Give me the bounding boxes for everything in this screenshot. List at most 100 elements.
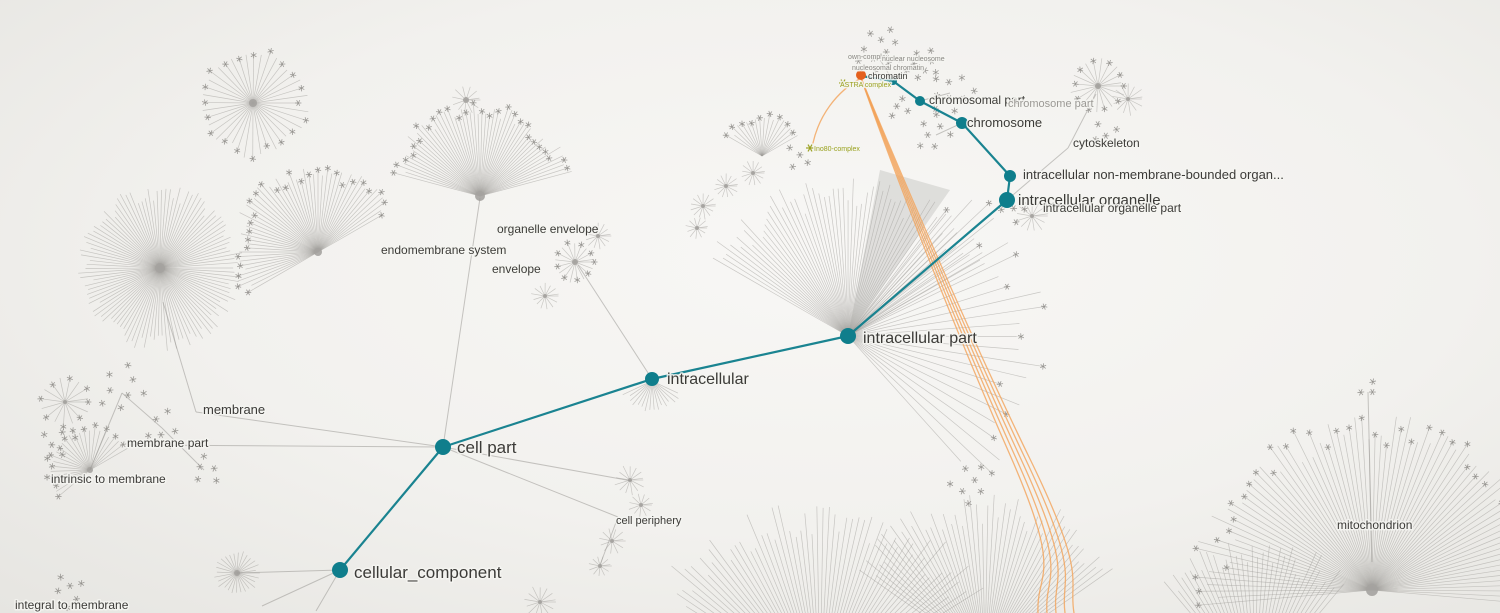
edge-line: [1304, 581, 1326, 613]
edge-line: [1127, 86, 1135, 100]
edge-line: [625, 479, 631, 494]
edge-line: [100, 225, 161, 269]
edge-line: [143, 267, 161, 348]
edge-line: [766, 218, 849, 337]
star-icon: [43, 431, 46, 439]
highlighted-complex-star-icon[interactable]: [840, 79, 846, 87]
star-icon: [728, 125, 736, 128]
star-icon: [119, 404, 122, 412]
edge-line: [987, 494, 995, 613]
edge-line: [1314, 587, 1335, 613]
edge-line: [479, 151, 546, 197]
edge-line: [415, 125, 481, 197]
star-icon: [873, 67, 877, 75]
edge-line: [824, 197, 849, 337]
edge-line: [89, 436, 110, 471]
path-edge: [891, 79, 922, 103]
edge-line: [561, 247, 576, 263]
edge-line: [93, 267, 161, 281]
edge-line: [99, 267, 161, 303]
star-cluster: [997, 205, 1028, 226]
association-curve: [860, 77, 1045, 613]
edge-line: [1235, 539, 1373, 591]
edge-line: [159, 267, 180, 340]
star-icon: [1077, 68, 1084, 72]
star-icon: [71, 427, 74, 434]
graph-node-chromosome[interactable]: [956, 117, 968, 129]
edge-line: [238, 58, 254, 104]
fan-cluster: [722, 110, 798, 157]
edge-line: [767, 211, 849, 337]
edge-line: [990, 503, 1006, 613]
edge-line: [1244, 496, 1373, 591]
graph-node-intracellular-organelle[interactable]: [999, 192, 1015, 208]
highlighted-complex-star-icon[interactable]: [807, 144, 813, 152]
edge-line: [159, 267, 239, 282]
edge-line: [214, 572, 238, 578]
star-icon: [936, 125, 944, 128]
path-edge: [338, 445, 445, 572]
edge-line: [116, 267, 161, 325]
star-cluster: [194, 452, 220, 484]
star-icon: [894, 103, 899, 110]
edge-line: [847, 186, 874, 337]
edge-line: [847, 213, 917, 337]
edge-line: [472, 102, 481, 197]
star-icon: [195, 476, 201, 482]
edge-line: [597, 223, 605, 237]
star-icon: [140, 391, 147, 396]
edge-line: [252, 51, 271, 104]
edge-line: [479, 146, 546, 197]
edge-line: [405, 171, 481, 197]
star-icon: [378, 191, 385, 194]
edge-line: [811, 534, 817, 613]
edge-line: [526, 601, 541, 607]
selected-node-nucleosome[interactable]: [856, 70, 866, 80]
edge-line: [317, 189, 378, 253]
edge-line: [93, 225, 161, 269]
edge-line: [479, 155, 563, 197]
graph-node-intracellular[interactable]: [645, 372, 659, 386]
star-icon: [152, 418, 160, 420]
edge-line: [119, 193, 161, 269]
edge-line: [89, 430, 101, 471]
edge-line: [159, 215, 217, 269]
edge-line: [769, 205, 849, 337]
graph-node-cellular-component[interactable]: [332, 562, 348, 578]
edge-line: [1067, 93, 1097, 149]
edge-line: [317, 181, 354, 253]
edge-line: [1022, 545, 1079, 613]
star-icon: [1232, 516, 1235, 523]
graph-node-chromatin[interactable]: [889, 77, 897, 85]
edge-line: [1228, 543, 1242, 613]
edge-line: [847, 184, 891, 337]
graph-node-intracellular-part[interactable]: [840, 328, 856, 344]
graph-node-intracellular-non-membrane-bounded-organelle[interactable]: [1004, 170, 1016, 182]
edge-line: [692, 590, 722, 613]
edge-line: [752, 172, 756, 186]
graph-node-cell-part[interactable]: [435, 439, 451, 455]
edge-line: [828, 531, 840, 613]
edge-line: [847, 203, 862, 337]
edge-line: [847, 335, 1000, 461]
edge-line: [317, 175, 323, 253]
edge-line: [131, 267, 161, 342]
edge-line: [1199, 551, 1225, 613]
edge-line: [847, 205, 858, 337]
edge-line: [41, 401, 66, 409]
edge-line: [816, 506, 820, 613]
graph-node-chromosomal-part[interactable]: [915, 96, 925, 106]
edge-line: [116, 198, 161, 269]
edge-line: [878, 57, 894, 82]
edge-line: [218, 67, 254, 104]
star-icon: [971, 88, 977, 94]
edge-line: [252, 102, 268, 147]
edge-line: [875, 545, 942, 613]
star-cluster: [902, 47, 940, 81]
star-icon: [767, 111, 773, 117]
edge-line: [875, 575, 927, 613]
edge-line: [479, 113, 516, 197]
